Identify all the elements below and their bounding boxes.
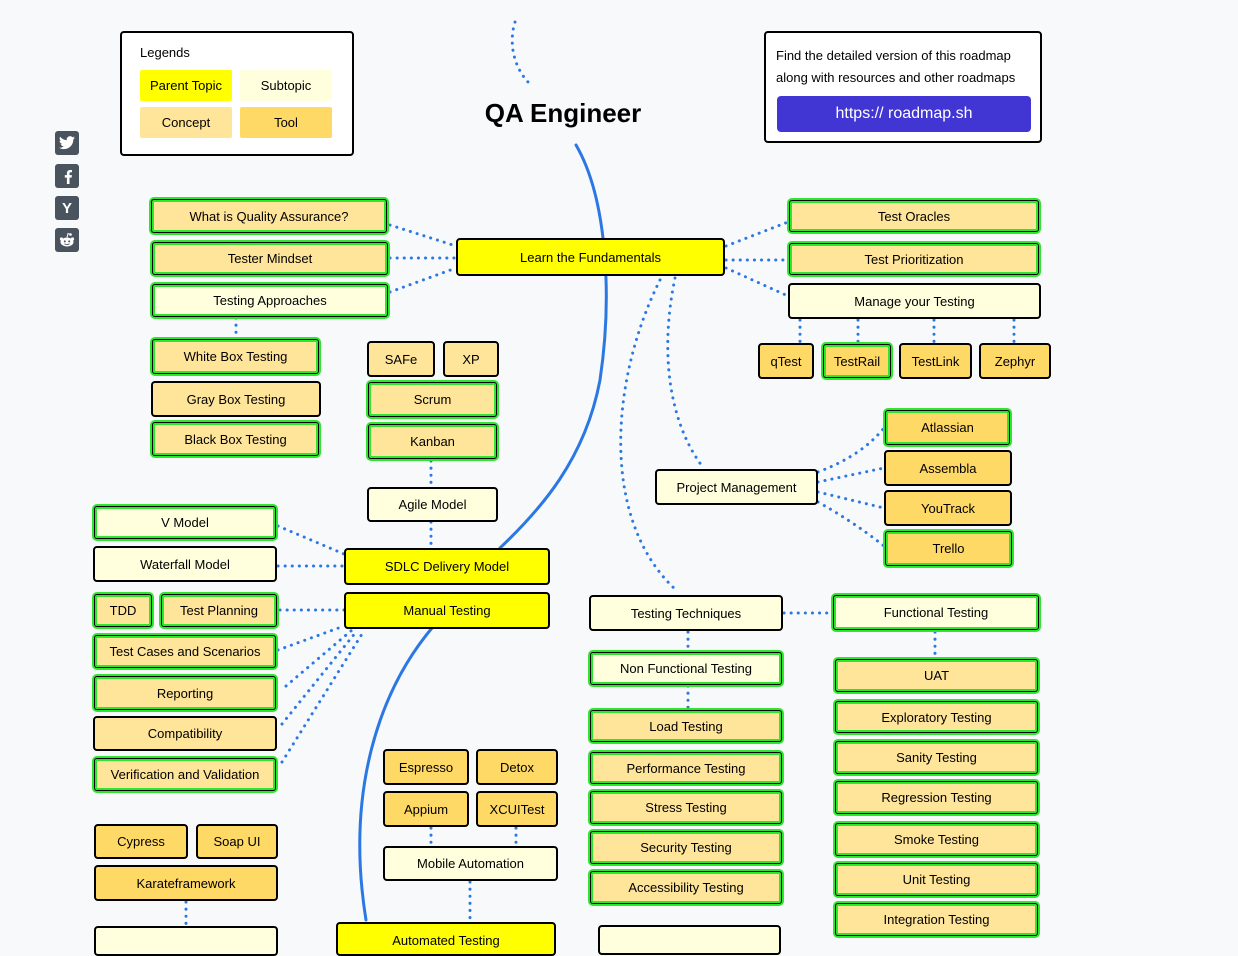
node-agile-model[interactable]: Agile Model <box>367 487 498 522</box>
dotted-pm-assembla <box>816 466 886 484</box>
node-soap-ui[interactable]: Soap UI <box>196 824 278 859</box>
node-qtest[interactable]: qTest <box>758 343 814 379</box>
node-what-is-qa[interactable]: What is Quality Assurance? <box>149 197 389 235</box>
node-verification-validation[interactable]: Verification and Validation <box>92 756 278 793</box>
node-stress-testing[interactable]: Stress Testing <box>588 789 784 826</box>
node-integration-testing[interactable]: Integration Testing <box>833 901 1040 938</box>
node-white-box[interactable]: White Box Testing <box>150 337 321 376</box>
main-path-bottom <box>358 626 434 922</box>
legend-tool: Tool <box>240 107 332 138</box>
node-cypress[interactable]: Cypress <box>94 824 188 859</box>
node-unit-testing[interactable]: Unit Testing <box>833 861 1040 898</box>
dotted-manage <box>724 266 790 298</box>
node-sdlc-delivery[interactable]: SDLC Delivery Model <box>344 548 550 585</box>
node-atlassian[interactable]: Atlassian <box>883 408 1012 447</box>
node-manage-testing[interactable]: Manage your Testing <box>788 283 1041 319</box>
dotted-fund-techniques <box>619 278 678 592</box>
node-partial-left[interactable] <box>94 926 278 956</box>
dotted-vmodel <box>276 524 346 556</box>
node-reporting[interactable]: Reporting <box>92 674 278 712</box>
node-testing-techniques[interactable]: Testing Techniques <box>589 595 783 631</box>
node-gray-box[interactable]: Gray Box Testing <box>151 381 321 417</box>
node-espresso[interactable]: Espresso <box>383 749 469 785</box>
node-automated-testing[interactable]: Automated Testing <box>336 922 556 956</box>
node-accessibility-testing[interactable]: Accessibility Testing <box>588 869 784 906</box>
hackernews-icon[interactable]: Y <box>55 196 79 220</box>
info-box: Find the detailed version of this roadma… <box>764 31 1042 143</box>
node-test-planning[interactable]: Test Planning <box>159 592 279 629</box>
roadmap-title: QA Engineer <box>484 98 642 128</box>
dotted-compat <box>280 630 358 726</box>
dotted-top <box>510 20 530 84</box>
dotted-pm-atlassian <box>816 426 886 474</box>
node-smoke-testing[interactable]: Smoke Testing <box>833 821 1040 858</box>
node-test-oracles[interactable]: Test Oracles <box>787 198 1041 234</box>
node-safe[interactable]: SAFe <box>367 341 435 377</box>
dotted-approaches <box>388 266 458 294</box>
roadmap-link-button[interactable]: https:// roadmap.sh <box>777 96 1031 132</box>
node-compatibility[interactable]: Compatibility <box>93 716 277 751</box>
node-testrail[interactable]: TestRail <box>821 342 893 380</box>
node-tdd[interactable]: TDD <box>92 592 154 629</box>
node-non-functional-testing[interactable]: Non Functional Testing <box>588 650 784 687</box>
node-youtrack[interactable]: YouTrack <box>884 490 1012 526</box>
node-appium[interactable]: Appium <box>383 791 469 827</box>
node-project-management[interactable]: Project Management <box>655 469 818 505</box>
node-load-testing[interactable]: Load Testing <box>588 708 784 744</box>
legend-title: Legends <box>140 45 190 60</box>
node-exploratory-testing[interactable]: Exploratory Testing <box>833 699 1040 735</box>
legend-concept: Concept <box>140 107 232 138</box>
node-regression-testing[interactable]: Regression Testing <box>833 779 1040 816</box>
node-xcuitest[interactable]: XCUITest <box>476 791 558 827</box>
dotted-qa <box>388 223 458 248</box>
legend-parent-topic: Parent Topic <box>140 70 232 101</box>
node-partial-mid[interactable] <box>598 925 781 955</box>
node-waterfall-model[interactable]: Waterfall Model <box>93 546 277 582</box>
node-xp[interactable]: XP <box>443 341 499 377</box>
node-sanity-testing[interactable]: Sanity Testing <box>833 739 1040 776</box>
node-mobile-automation[interactable]: Mobile Automation <box>383 846 558 881</box>
node-black-box[interactable]: Black Box Testing <box>150 420 321 458</box>
dotted-reporting <box>284 628 354 688</box>
node-kanban[interactable]: Kanban <box>366 422 499 461</box>
dotted-oracles <box>724 220 790 248</box>
node-zephyr[interactable]: Zephyr <box>979 343 1051 379</box>
node-manual-testing[interactable]: Manual Testing <box>344 592 550 629</box>
dotted-pm-youtrack <box>816 490 886 510</box>
reddit-icon[interactable] <box>55 228 79 252</box>
node-detox[interactable]: Detox <box>476 749 558 785</box>
dotted-fund-pm <box>666 276 704 468</box>
node-testlink[interactable]: TestLink <box>899 343 972 379</box>
node-testing-approaches[interactable]: Testing Approaches <box>150 282 390 319</box>
legend-subtopic: Subtopic <box>240 70 332 101</box>
node-trello[interactable]: Trello <box>883 529 1014 568</box>
node-karateframework[interactable]: Karateframework <box>94 865 278 901</box>
dotted-pm-trello <box>816 500 886 548</box>
main-path-top <box>498 143 608 550</box>
node-test-cases[interactable]: Test Cases and Scenarios <box>92 633 278 670</box>
facebook-icon[interactable] <box>55 164 79 188</box>
node-performance-testing[interactable]: Performance Testing <box>588 750 784 786</box>
node-v-model[interactable]: V Model <box>92 504 278 541</box>
info-text: Find the detailed version of this roadma… <box>776 48 1016 85</box>
node-test-prioritization[interactable]: Test Prioritization <box>787 241 1041 277</box>
node-security-testing[interactable]: Security Testing <box>588 829 784 866</box>
node-scrum[interactable]: Scrum <box>366 380 499 419</box>
node-learn-fundamentals[interactable]: Learn the Fundamentals <box>456 238 725 276</box>
node-assembla[interactable]: Assembla <box>884 450 1012 486</box>
dotted-testcases <box>276 624 346 652</box>
legend-box: Legends Parent Topic Subtopic Concept To… <box>120 31 354 156</box>
dotted-verification <box>280 632 364 764</box>
node-functional-testing[interactable]: Functional Testing <box>831 593 1041 632</box>
node-tester-mindset[interactable]: Tester Mindset <box>150 240 390 277</box>
node-uat[interactable]: UAT <box>833 657 1040 694</box>
twitter-icon[interactable] <box>55 131 79 155</box>
